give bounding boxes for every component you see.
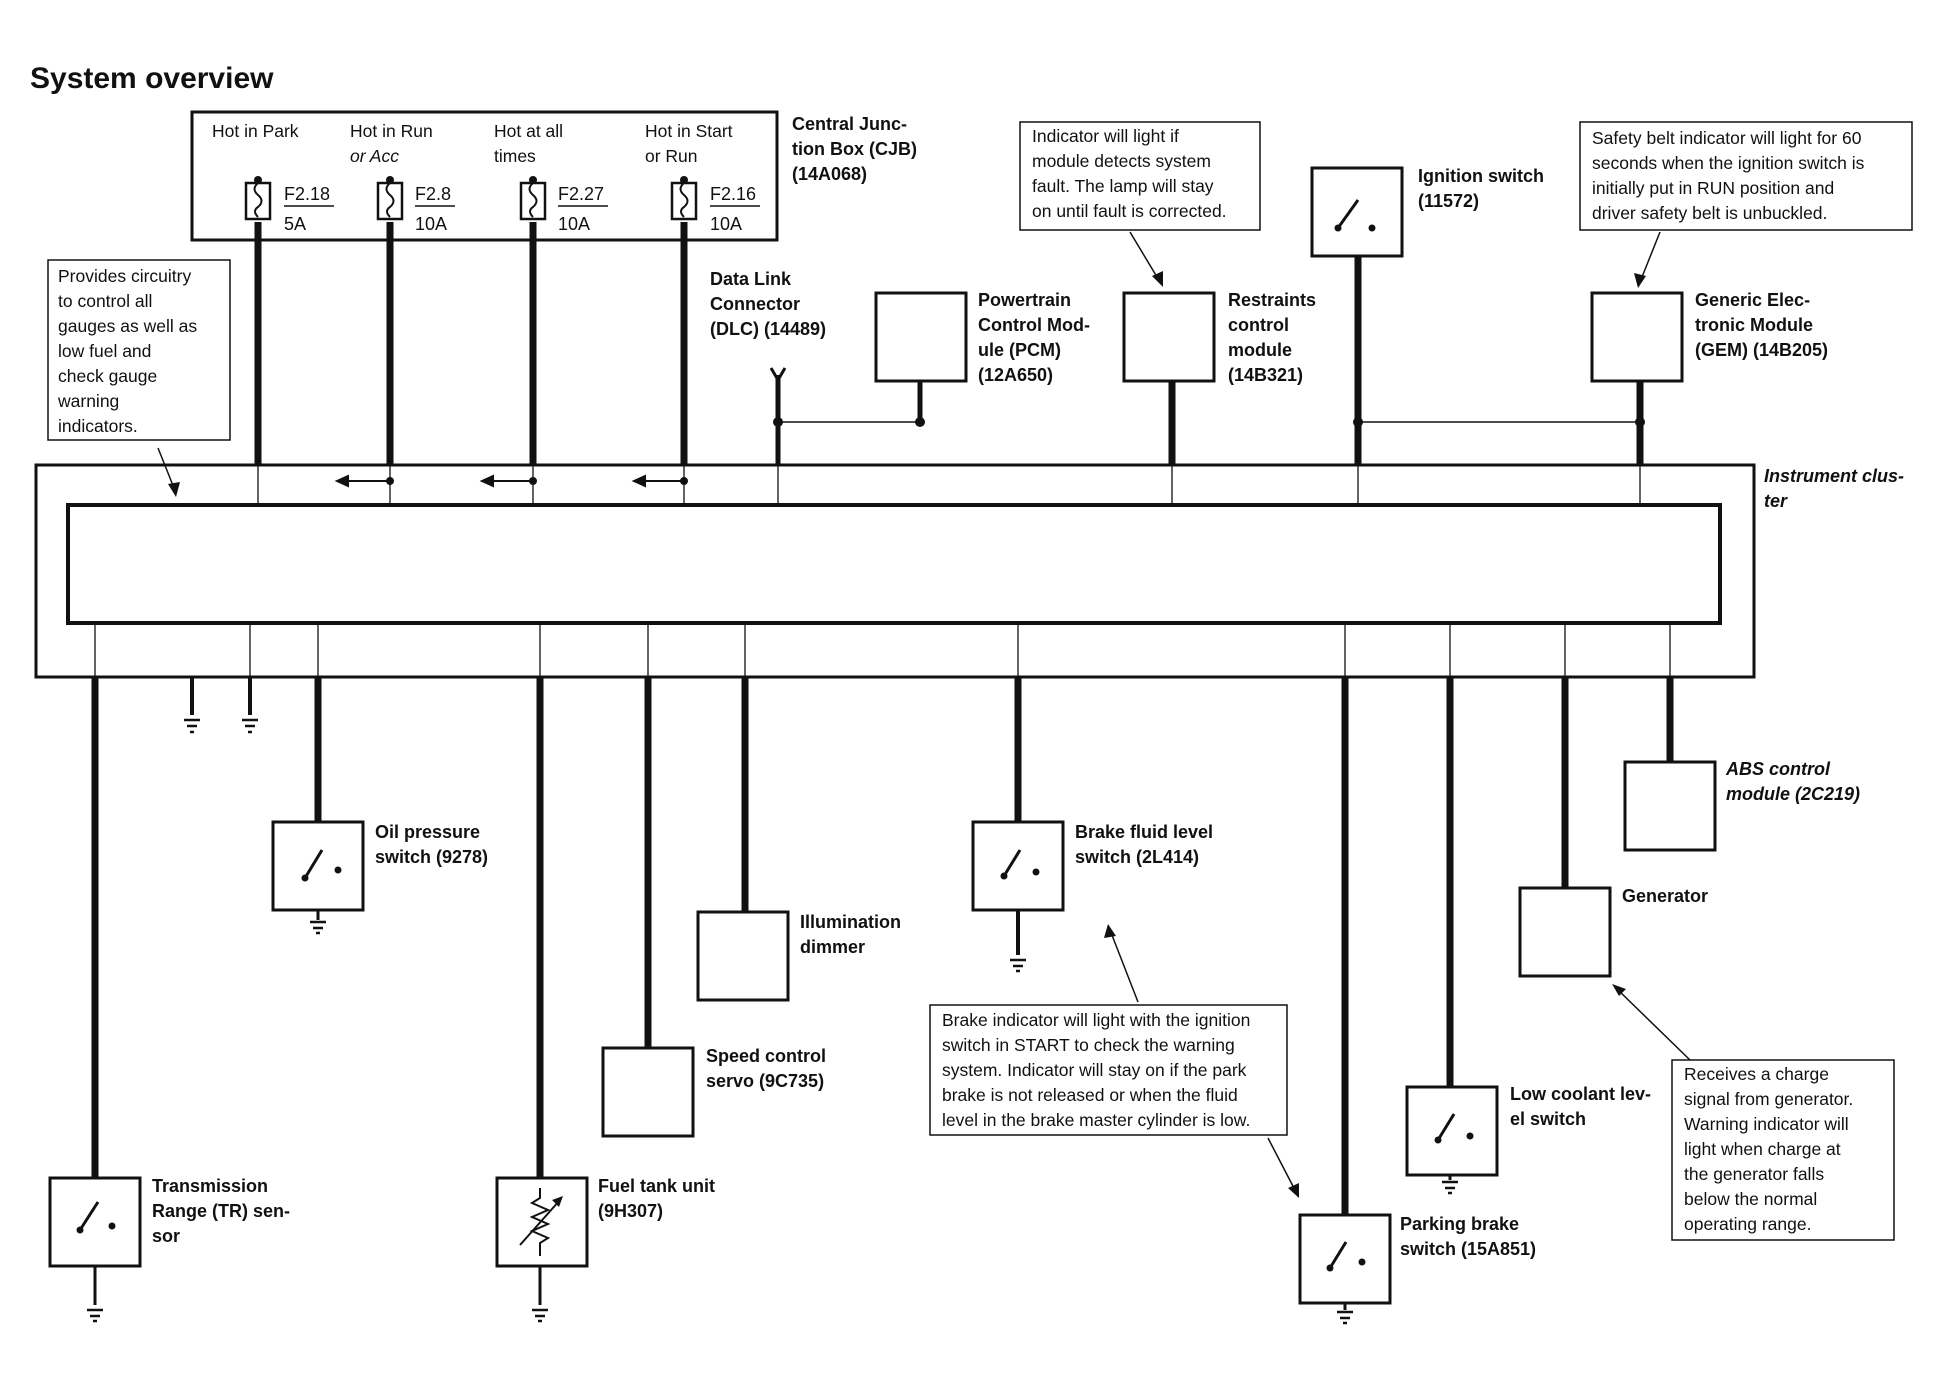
ground-icon [532,1308,548,1323]
note-gauges-callout: Provides circuitry to control all gauges… [47,259,231,497]
parking-brake-switch: Parking brake switch (15A851) [1298,1213,1536,1325]
ground-icon [184,718,200,734]
fuse-id: F2.8 [415,184,451,204]
svg-text:Brake fluid level switch: Brake fluid level switch (2L414) [1075,822,1218,867]
svg-text:Generator: Generator [1622,886,1708,906]
cluster-output-wires [91,677,1674,1215]
pcm-label: Powertrain Control Mod- ule (PCM) (12A65… [978,290,1095,385]
svg-text:Transmission Range (TR): Transmission Range (TR) sen- sor [152,1176,295,1246]
generic-electronic-module: Safety belt indicator will light for 60 … [1579,121,1913,465]
instrument-cluster: Instrument clus- ter [34,463,1909,679]
central-junction-box: Central Junc- tion Box (CJB) (14A068) Ho… [190,110,922,242]
note-brake-callout: Brake indicator will light with the igni… [929,924,1299,1198]
restraints-control-module: Indicator will light if module detects s… [1019,121,1321,465]
svg-text:Brake indicator will light wit: Brake indicator will light with the igni… [942,1010,1255,1130]
generator: Generator [1518,886,1708,1061]
cjb-label: Central Junc- tion Box (CJB) (14A068) [792,114,922,184]
ground-icon [310,920,326,935]
fuse-id: F2.18 [284,184,330,204]
svg-text:Hot in Park: Hot in Park [212,121,299,141]
svg-text:or Acc: or Acc [350,146,399,166]
illumination-dimmer: Illumination dimmer [696,910,906,1002]
svg-text:Low coolant lev- el swit: Low coolant lev- el switch [1510,1084,1656,1129]
page-title: System overview [30,62,274,95]
cjb-column-hot-at-all-times: Hot at all times F2.27 10A [494,121,608,234]
gem-label: Generic Elec- tronic Module (GEM) (14B20… [1695,290,1828,360]
restraints-label: Restraints control module (14B321) [1228,290,1321,385]
svg-text:Oil pressure switch (927: Oil pressure switch (9278) [375,822,488,867]
oil-pressure-switch: Oil pressure switch (9278) [271,820,488,935]
svg-text:Illumination dimmer: Illumination dimmer [800,912,906,957]
note-safety-belt-callout: Safety belt indicator will light for 60 … [1592,128,1869,223]
fuse-rating: 10A [710,214,742,234]
svg-text:Hot in Run: Hot in Run [350,121,433,141]
dlc-label: Data Link Connector (DLC) (14489) [710,269,826,339]
svg-text:Parking brake switch (15: Parking brake switch (15A851) [1400,1214,1536,1259]
note-generator-callout: Receives a charge signal from generator.… [1671,1059,1895,1241]
svg-text:or Run: or Run [645,146,698,166]
low-coolant-level-switch: Low coolant lev- el switch [1405,1084,1656,1195]
cjb-feed-wires [254,222,688,465]
fuse-rating: 5A [284,214,306,234]
cjb-column-hot-in-park: Hot in Park F2.18 5A [212,121,334,234]
fuse-rating: 10A [558,214,590,234]
transmission-range-sensor: Transmission Range (TR) sen- sor [48,1176,295,1323]
speed-control-servo: Speed control servo (9C735) [601,1046,831,1138]
brake-fluid-level-switch: Brake fluid level switch (2L414) [971,820,1218,973]
svg-text:Speed control servo (9C7: Speed control servo (9C735) [706,1046,831,1091]
cjb-column-hot-in-start: Hot in Start or Run F2.16 10A [645,121,760,234]
fuse-id: F2.16 [710,184,756,204]
ground-icon [1337,1310,1353,1325]
instrument-cluster-label: Instrument clus- ter [1764,466,1909,511]
ignition-switch: Ignition switch (11572) [1310,166,1640,465]
powertrain-control-module: Powertrain Control Mod- ule (PCM) (12A65… [874,290,1095,427]
fuel-tank-unit: Fuel tank unit (9H307) [495,1176,720,1323]
svg-text:Fuel tank unit (9H307): Fuel tank unit (9H307) [598,1176,720,1221]
ground-icon [242,718,258,734]
abs-control-module: ABS control module (2C219) [1623,759,1860,852]
svg-text:Provides circuitry to co: Provides circuitry to control all gauges… [57,266,202,436]
ignition-switch-label: Ignition switch (11572) [1418,166,1549,211]
ground-icon [87,1308,103,1323]
fuse-rating: 10A [415,214,447,234]
ground-icon [1010,958,1026,973]
svg-text:Hot at all: Hot at all [494,121,563,141]
svg-text:ABS control module (2C21: ABS control module (2C219) [1725,759,1860,804]
cluster-ground-icons [184,677,258,734]
svg-text:Receives a charge signal: Receives a charge signal from generator.… [1684,1064,1858,1234]
cjb-column-hot-in-run: Hot in Run or Acc F2.8 10A [350,121,455,234]
ground-icon [1442,1180,1458,1195]
svg-text:times: times [494,146,536,166]
note-restraints-callout: Indicator will light if module detects s… [1032,126,1227,221]
fuse-id: F2.27 [558,184,604,204]
svg-text:Hot in Start: Hot in Start [645,121,733,141]
data-link-connector: Data Link Connector (DLC) (14489) [710,269,920,465]
